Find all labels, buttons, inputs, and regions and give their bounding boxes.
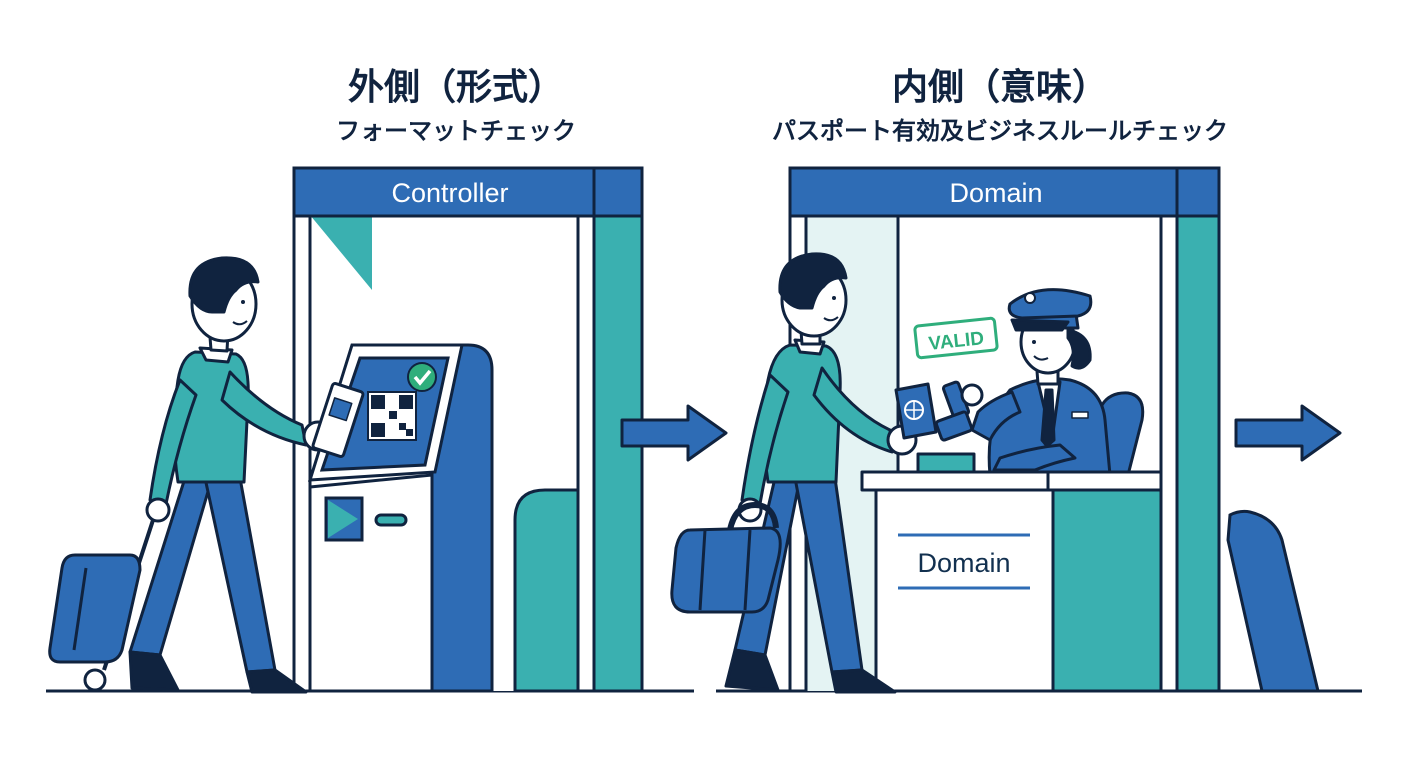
desk	[860, 452, 1163, 693]
left-subtitle: フォーマットチェック	[336, 117, 576, 145]
stamp-icon	[934, 380, 984, 442]
traveler-right	[670, 252, 938, 694]
left-heading: 外側（形式） フォーマットチェック	[296, 66, 616, 146]
arrow-right-icon-2	[1234, 404, 1342, 462]
domain-gate-label: Domain	[949, 178, 1042, 208]
right-heading: 内側（意味） パスポート有効及ビジネスルールチェック	[720, 66, 1280, 146]
officer-icon	[970, 288, 1145, 477]
suitcase-icon	[48, 513, 157, 692]
left-title: 外側（形式）	[347, 67, 564, 108]
valid-stamp	[913, 316, 999, 360]
traveler-left	[48, 256, 365, 694]
barrier-left	[513, 488, 580, 693]
arrow-right-icon	[620, 404, 728, 462]
controller-gate-label: Controller	[391, 178, 508, 208]
right-title: 内側（意味）	[891, 67, 1108, 108]
checkmark-icon	[407, 362, 437, 392]
barrier-right	[1226, 509, 1320, 693]
bag-icon	[670, 502, 782, 614]
desk-label: Domain	[917, 548, 1010, 578]
right-subtitle: パスポート有効及ビジネスルールチェック	[772, 117, 1228, 145]
passport-icon	[894, 382, 938, 440]
qr-code-icon	[367, 391, 417, 441]
